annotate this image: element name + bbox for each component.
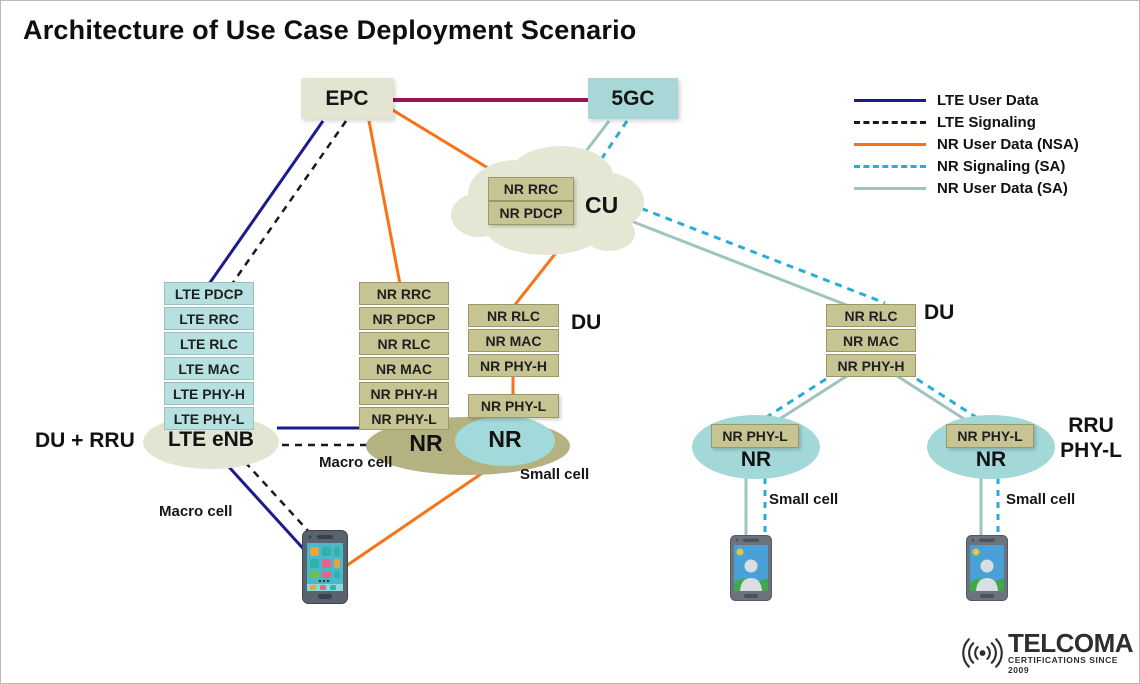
nr-stack-row: NR RLC xyxy=(359,332,449,355)
lte-stack-row: LTE PHY-H xyxy=(164,382,254,405)
du-mid-nr-phyl-box: NR PHY-L xyxy=(468,394,559,418)
lte-stack-row: LTE PHY-L xyxy=(164,407,254,430)
nr-stack-row: NR PDCP xyxy=(359,307,449,330)
legend-item-nr-signaling-sa: NR Signaling (SA) xyxy=(854,155,1079,177)
smartphone-icon xyxy=(302,530,348,604)
small-cell-label: Small cell xyxy=(1006,491,1076,508)
lte-stack-row: LTE RRC xyxy=(164,307,254,330)
line-nr-signaling-cu-du xyxy=(616,197,886,305)
du-mid-stack-row: NR RLC xyxy=(468,304,559,327)
line-nr-signaling-du-rru2 xyxy=(905,370,997,432)
line-nr-nsa-smallcell-ue xyxy=(345,457,504,568)
legend: LTE User Data LTE Signaling NR User Data… xyxy=(854,89,1079,199)
nr-user-data-sa-line-sample xyxy=(854,186,926,190)
cu-label: CU xyxy=(585,192,619,218)
page-title: Architecture of Use Case Deployment Scen… xyxy=(23,15,637,45)
du-right-stack-row: NR PHY-H xyxy=(826,354,916,377)
rru-phyl-label: RRU PHY-L xyxy=(1060,414,1122,462)
legend-item-nr-user-data-sa: NR User Data (SA) xyxy=(854,177,1079,199)
du-right-stack-row: NR RLC xyxy=(826,304,916,327)
rru2-nr-phyl-box: NR PHY-L xyxy=(946,424,1034,448)
rru1-nr-phyl-box: NR PHY-L xyxy=(711,424,799,448)
du-right-stack-row: NR MAC xyxy=(826,329,916,352)
signal-icon xyxy=(962,638,1003,668)
small-cell-label: Small cell xyxy=(520,466,590,483)
du-mid-stack: NR RLC NR MAC NR PHY-H xyxy=(468,304,559,377)
du-right-label: DU xyxy=(924,301,955,324)
du-mid-stack-row: NR PHY-H xyxy=(468,354,559,377)
line-lte-user-data-epc-enb xyxy=(207,120,325,285)
lte-enb-label: LTE eNB xyxy=(168,428,254,451)
cu-stack-nr-pdcp: NR PDCP xyxy=(488,201,574,225)
lte-signaling-line-sample xyxy=(854,120,926,124)
line-nr-nsa-cu-du xyxy=(512,248,561,307)
nr-rru1-label: NR xyxy=(740,448,772,471)
cu-stack-nr-rrc: NR RRC xyxy=(488,177,574,201)
line-lte-signaling-epc-enb xyxy=(230,120,348,285)
telcoma-logo: TELCOMA CERTIFICATIONS SINCE 2009 xyxy=(961,628,1139,675)
line-nr-signaling-du-rru1 xyxy=(747,370,838,431)
nr-small-label: NR xyxy=(488,426,522,452)
nr-user-data-nsa-line-sample xyxy=(854,142,926,146)
lte-stack-row: LTE PDCP xyxy=(164,282,254,305)
nr-small-ellipse xyxy=(455,416,555,466)
legend-item-lte-signaling: LTE Signaling xyxy=(854,111,1079,133)
small-cell-label: Small cell xyxy=(769,491,839,508)
nr-stack-row: NR RRC xyxy=(359,282,449,305)
smartphone-icon xyxy=(966,535,1008,601)
du-plus-rru-label: DU + RRU xyxy=(35,429,135,452)
logo-tagline: CERTIFICATIONS SINCE 2009 xyxy=(1008,655,1119,675)
du-right-stack: NR RLC NR MAC NR PHY-H xyxy=(826,304,916,377)
du-mid-label: DU xyxy=(571,311,602,334)
du-mid-stack-row: NR MAC xyxy=(468,329,559,352)
nr-protocol-stack: NR RRC NR PDCP NR RLC NR MAC NR PHY-H NR… xyxy=(359,282,449,430)
5gc-node: 5GC xyxy=(588,78,678,119)
line-lte-user-data-enb-ue xyxy=(227,465,311,557)
nr-rru2-label: NR xyxy=(975,448,1007,471)
line-nr-sa-cu-du xyxy=(630,219,850,308)
smartphone-icon xyxy=(730,535,772,601)
epc-node: EPC xyxy=(301,78,393,119)
macro-cell-label: Macro cell xyxy=(319,454,393,471)
nr-stack-row: NR PHY-H xyxy=(359,382,449,405)
lte-user-data-line-sample xyxy=(854,98,926,102)
macro-cell-label: Macro cell xyxy=(159,503,233,520)
lte-stack-row: LTE RLC xyxy=(164,332,254,355)
lte-protocol-stack: LTE PDCP LTE RRC LTE RLC LTE MAC LTE PHY… xyxy=(164,282,254,430)
line-nr-nsa-epc-nrstack xyxy=(367,120,402,285)
logo-name: TELCOMA xyxy=(1008,628,1134,658)
nr-macro-label: NR xyxy=(409,430,443,456)
nr-stack-row: NR MAC xyxy=(359,357,449,380)
legend-item-nr-user-data-nsa: NR User Data (NSA) xyxy=(854,133,1079,155)
legend-item-lte-user-data: LTE User Data xyxy=(854,89,1079,111)
lte-stack-row: LTE MAC xyxy=(164,357,254,380)
nr-stack-row: NR PHY-L xyxy=(359,407,449,430)
nr-signaling-sa-line-sample xyxy=(854,164,926,168)
